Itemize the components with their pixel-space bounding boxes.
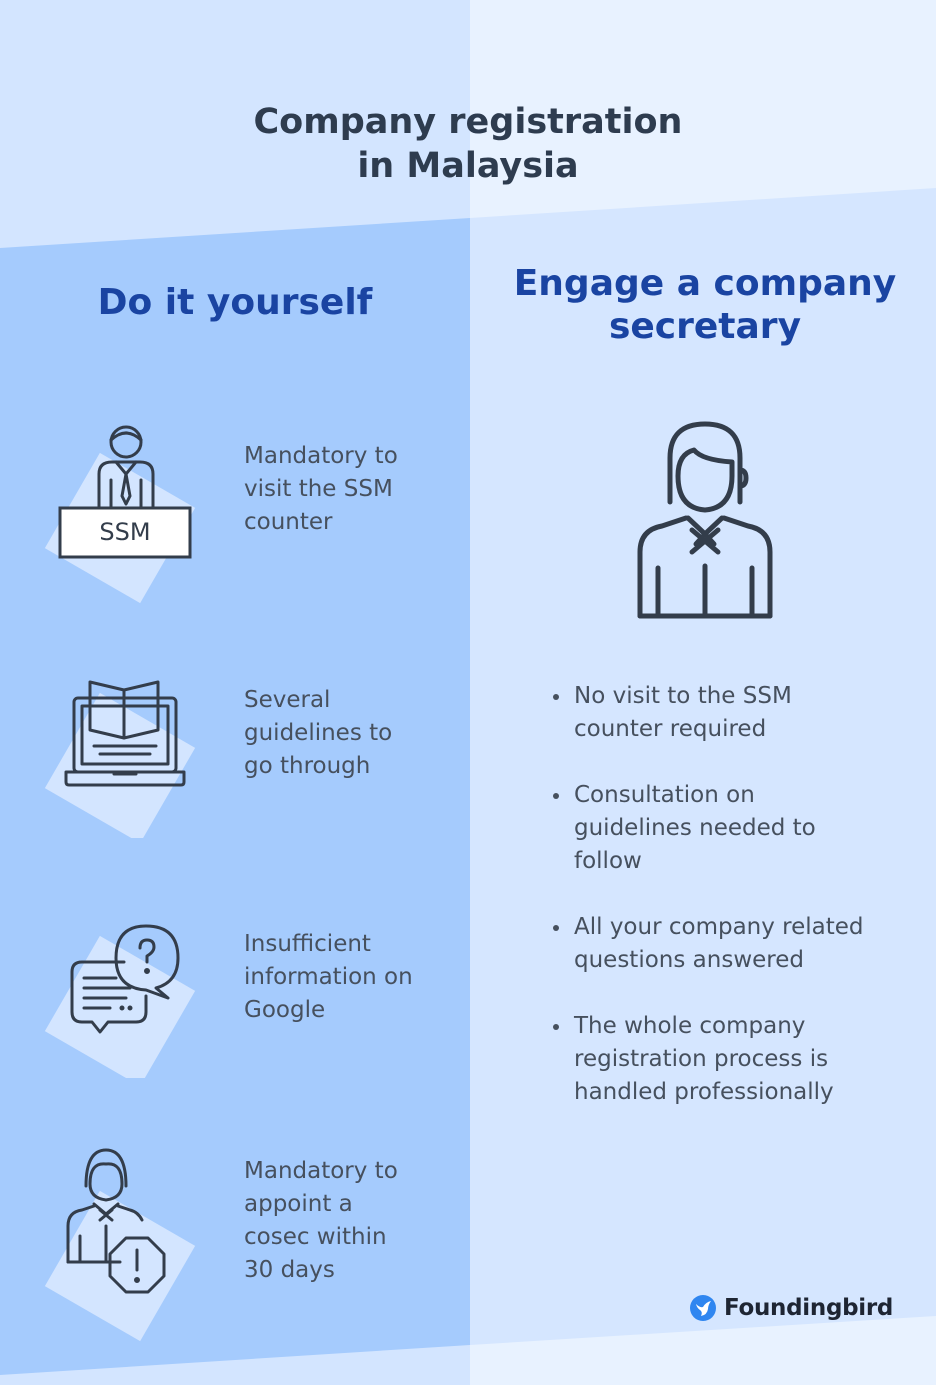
diy-item-2: Several guidelines to go through bbox=[244, 684, 454, 783]
benefit-2-line-3: follow bbox=[574, 848, 642, 874]
right-panel bbox=[470, 188, 936, 1345]
diy-item-4-line-3: cosec within bbox=[244, 1224, 387, 1250]
diy-item-1-line-3: counter bbox=[244, 509, 333, 535]
benefit-item-3: All your company related questions answe… bbox=[548, 911, 908, 977]
benefit-item-4: The whole company registration process i… bbox=[548, 1010, 908, 1109]
benefit-3-line-2: questions answered bbox=[574, 947, 804, 973]
diy-item-1-line-1: Mandatory to bbox=[244, 443, 398, 469]
secretary-benefits-list: No visit to the SSM counter required Con… bbox=[548, 680, 908, 1142]
diy-item-3-line-1: Insufficient bbox=[244, 931, 371, 957]
diy-item-2-line-3: go through bbox=[244, 753, 371, 779]
ssm-counter-icon: SSM bbox=[44, 425, 196, 604]
benefit-2-line-1: Consultation on bbox=[574, 782, 755, 808]
secretary-heading: Engage a company secretary bbox=[470, 262, 936, 348]
diy-item-2-line-1: Several bbox=[244, 687, 331, 713]
benefit-item-1: No visit to the SSM counter required bbox=[548, 680, 908, 746]
benefit-4-line-3: handled professionally bbox=[574, 1079, 834, 1105]
secretary-heading-line-2: secretary bbox=[608, 306, 802, 347]
benefit-3-line-1: All your company related bbox=[574, 914, 864, 940]
diy-item-4-line-2: appoint a bbox=[244, 1191, 353, 1217]
secretary-person-icon bbox=[637, 421, 773, 619]
benefit-4-line-1: The whole company bbox=[574, 1013, 806, 1039]
diy-item-3-line-3: Google bbox=[244, 997, 326, 1023]
diy-heading: Do it yourself bbox=[97, 282, 373, 323]
secretary-heading-line-1: Engage a company bbox=[513, 263, 897, 304]
title-line-2: in Malaysia bbox=[357, 146, 579, 186]
diy-item-2-line-2: guidelines to bbox=[244, 720, 393, 746]
brand-name: Foundingbird bbox=[724, 1295, 894, 1321]
diy-item-1: Mandatory to visit the SSM counter bbox=[244, 440, 454, 539]
bird-logo-icon bbox=[690, 1295, 716, 1321]
brand-logo: Foundingbird bbox=[690, 1290, 893, 1326]
benefit-4-line-2: registration process is bbox=[574, 1046, 829, 1072]
benefit-1-line-2: counter required bbox=[574, 716, 767, 742]
page-title: Company registration in Malaysia bbox=[0, 100, 936, 188]
benefit-item-2: Consultation on guidelines needed to fol… bbox=[548, 779, 908, 878]
diy-item-1-line-2: visit the SSM bbox=[244, 476, 393, 502]
diy-item-4-line-1: Mandatory to bbox=[244, 1158, 398, 1184]
benefit-2-line-2: guidelines needed to bbox=[574, 815, 816, 841]
laptop-book-icon bbox=[44, 680, 196, 838]
benefit-1-line-1: No visit to the SSM bbox=[574, 683, 792, 709]
diy-item-3-line-2: information on bbox=[244, 964, 413, 990]
diy-item-4: Mandatory to appoint a cosec within 30 d… bbox=[244, 1155, 454, 1287]
question-chat-icon bbox=[44, 924, 196, 1078]
diy-item-3: Insufficient information on Google bbox=[244, 928, 454, 1027]
ssm-label: SSM bbox=[99, 518, 150, 546]
secretary-warning-icon bbox=[44, 1148, 196, 1342]
diy-item-4-line-4: 30 days bbox=[244, 1257, 335, 1283]
title-line-1: Company registration bbox=[253, 102, 683, 142]
